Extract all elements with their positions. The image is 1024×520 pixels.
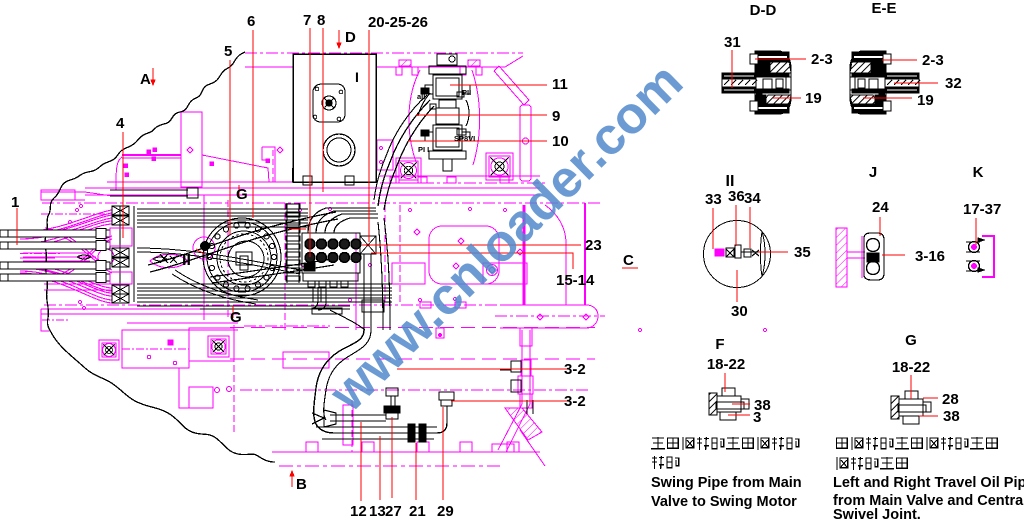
svg-text:3-2: 3-2 — [564, 361, 586, 378]
svg-text:19: 19 — [805, 90, 822, 107]
svg-text:I: I — [355, 69, 359, 85]
svg-text:D-D: D-D — [750, 2, 777, 19]
svg-text:3-16: 3-16 — [915, 248, 945, 265]
svg-text:3: 3 — [753, 409, 761, 426]
svg-text:29: 29 — [437, 503, 454, 520]
svg-text:K: K — [973, 164, 984, 181]
svg-text:19: 19 — [917, 92, 934, 109]
svg-text:7: 7 — [303, 12, 311, 29]
svg-text:G: G — [230, 309, 242, 326]
svg-text:J: J — [869, 164, 877, 181]
svg-text:34: 34 — [744, 190, 761, 207]
svg-text:C: C — [623, 252, 634, 269]
svg-text:23: 23 — [585, 237, 602, 254]
svg-text:11: 11 — [552, 76, 568, 93]
svg-text:SP8VI: SP8VI — [454, 134, 475, 143]
svg-text:28: 28 — [942, 391, 959, 408]
svg-text:9: 9 — [552, 108, 560, 125]
svg-text:II: II — [182, 252, 191, 269]
svg-text:5: 5 — [224, 43, 232, 60]
svg-text:12: 12 — [350, 503, 367, 520]
svg-text:PII: PII — [462, 88, 471, 97]
svg-text:33: 33 — [705, 191, 722, 208]
svg-text:3-2: 3-2 — [564, 393, 586, 410]
svg-text:A: A — [140, 71, 151, 88]
svg-text:13: 13 — [369, 503, 386, 520]
svg-text:15-14: 15-14 — [556, 272, 595, 289]
svg-text:27: 27 — [385, 503, 402, 520]
svg-text:B: B — [296, 476, 307, 493]
svg-text:G: G — [236, 186, 248, 203]
svg-text:38: 38 — [943, 408, 960, 425]
svg-text:35: 35 — [794, 244, 811, 261]
svg-text:31: 31 — [724, 34, 741, 51]
svg-text:PI I: PI I — [418, 145, 429, 154]
svg-text:Valve to Swing Motor: Valve to Swing Motor — [651, 494, 797, 510]
svg-text:32: 32 — [945, 75, 962, 92]
svg-text:from Main Valve and Central: from Main Valve and Central — [833, 493, 1024, 509]
svg-text:38: 38 — [754, 397, 771, 414]
svg-text:aII: aII — [417, 92, 425, 101]
svg-text:17-37: 17-37 — [963, 201, 1001, 218]
svg-text:20-25-26: 20-25-26 — [368, 14, 428, 31]
svg-text:6: 6 — [247, 13, 255, 30]
svg-text:Left and Right Travel Oil Pipe: Left and Right Travel Oil Pipe — [833, 475, 1024, 491]
svg-text:E-E: E-E — [871, 0, 896, 17]
svg-text:4: 4 — [116, 115, 125, 132]
svg-text:D: D — [345, 29, 356, 46]
svg-text:10: 10 — [552, 133, 569, 150]
svg-text:F: F — [715, 336, 724, 353]
svg-text:Swing Pipe from Main: Swing Pipe from Main — [651, 475, 802, 491]
svg-text:21: 21 — [409, 503, 426, 520]
svg-text:G: G — [905, 332, 917, 349]
svg-text:Swivel Joint.: Swivel Joint. — [833, 507, 921, 520]
svg-text:8: 8 — [317, 12, 325, 29]
svg-text:1: 1 — [11, 194, 19, 211]
svg-text:18-22: 18-22 — [892, 359, 930, 376]
svg-text:18-22: 18-22 — [707, 356, 745, 373]
svg-text:30: 30 — [731, 303, 748, 320]
svg-text:II: II — [726, 173, 735, 190]
svg-text:24: 24 — [872, 199, 889, 216]
svg-text:36: 36 — [728, 188, 745, 205]
svg-text:2-3: 2-3 — [922, 52, 944, 69]
svg-text:2-3: 2-3 — [811, 51, 833, 68]
